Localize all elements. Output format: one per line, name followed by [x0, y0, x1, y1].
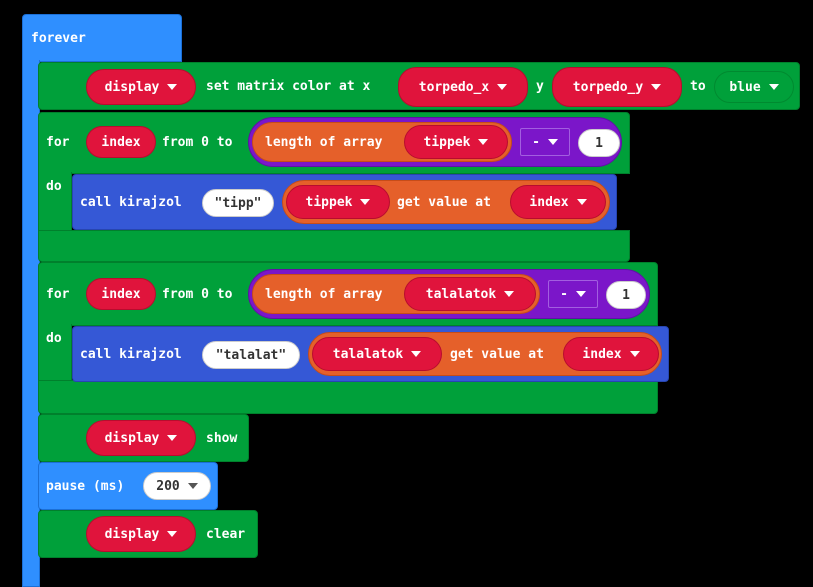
chevron-down-icon: [478, 139, 489, 145]
string-input-talalat[interactable]: "talalat": [202, 341, 300, 369]
for-loop-2-rail: [38, 324, 72, 384]
forever-label: forever: [31, 31, 86, 46]
for-loop-2-footer: [38, 380, 658, 414]
clear-label: clear: [206, 527, 246, 542]
pause-label: pause (ms): [46, 479, 125, 494]
from-label-1: from 0 to: [162, 135, 233, 150]
display-dropdown-3[interactable]: display: [86, 516, 196, 552]
pause-value-dropdown[interactable]: 200: [143, 472, 211, 500]
show-label: show: [206, 431, 238, 446]
operator-dropdown-2[interactable]: -: [548, 280, 598, 308]
display-dropdown-1[interactable]: display: [86, 69, 196, 105]
set-matrix-text: set matrix color at x: [206, 79, 371, 94]
tippek-dropdown-1[interactable]: tippek: [404, 125, 508, 159]
length-of-array-label-2: length of array: [265, 287, 383, 302]
index-var-1[interactable]: index: [86, 126, 156, 158]
do-label-1: do: [46, 179, 62, 194]
tippek-dropdown-2[interactable]: tippek: [286, 185, 390, 219]
display-dropdown-2[interactable]: display: [86, 420, 196, 456]
operator-dropdown-1[interactable]: -: [520, 128, 570, 156]
chevron-down-icon: [768, 84, 779, 90]
forever-block[interactable]: [22, 14, 182, 62]
chevron-down-icon: [167, 435, 178, 441]
index-dropdown-1[interactable]: index: [510, 185, 606, 219]
for-label-2: for: [46, 287, 70, 302]
for-label-1: for: [46, 135, 70, 150]
chevron-down-icon: [575, 291, 586, 297]
for-loop-1-footer: [38, 230, 630, 262]
chevron-down-icon: [411, 351, 422, 357]
talalatok-dropdown-1[interactable]: talalatok: [404, 277, 536, 311]
chevron-down-icon: [547, 139, 558, 145]
get-value-label-1: get value at: [397, 195, 491, 210]
index-var-2[interactable]: index: [86, 278, 156, 310]
to-label: to: [690, 79, 706, 94]
chevron-down-icon: [360, 199, 371, 205]
chevron-down-icon: [187, 483, 198, 489]
chevron-down-icon: [167, 531, 178, 537]
torpedo-y-dropdown[interactable]: torpedo_y: [552, 67, 682, 107]
string-input-tipp[interactable]: "tipp": [202, 189, 274, 217]
do-label-2: do: [46, 331, 62, 346]
chevron-down-icon: [576, 199, 587, 205]
from-label-2: from 0 to: [162, 287, 233, 302]
get-value-label-2: get value at: [450, 347, 544, 362]
chevron-down-icon: [651, 84, 662, 90]
y-label: y: [536, 79, 544, 94]
chevron-down-icon: [497, 84, 508, 90]
call-label-2: call kirajzol: [80, 347, 182, 362]
number-input-1[interactable]: 1: [578, 129, 620, 157]
for-loop-1-rail: [38, 172, 72, 234]
number-input-2[interactable]: 1: [606, 281, 646, 309]
torpedo-x-dropdown[interactable]: torpedo_x: [398, 67, 528, 107]
talalatok-dropdown-2[interactable]: talalatok: [312, 337, 442, 371]
chevron-down-icon: [629, 351, 640, 357]
chevron-down-icon: [167, 84, 178, 90]
chevron-down-icon: [504, 291, 515, 297]
index-dropdown-2[interactable]: index: [563, 337, 659, 371]
color-dropdown[interactable]: blue: [714, 71, 794, 103]
length-of-array-label-1: length of array: [265, 135, 383, 150]
call-label-1: call kirajzol: [80, 195, 182, 210]
